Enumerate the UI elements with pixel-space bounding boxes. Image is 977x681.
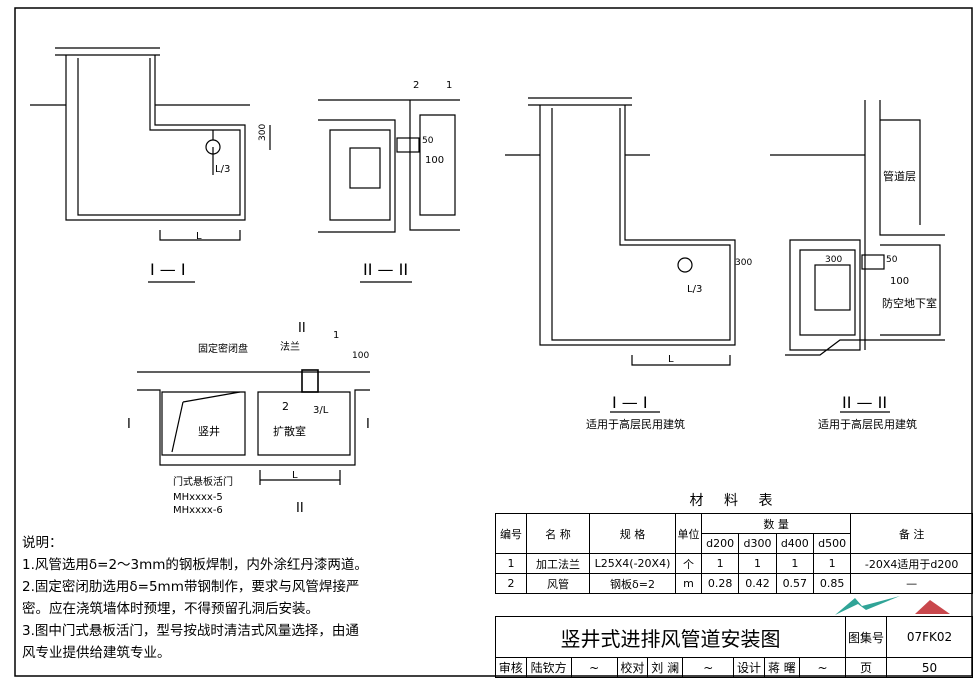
dim-100: 100 — [890, 276, 909, 287]
shaft-label: 竖井 — [198, 424, 220, 438]
page-number: 50 — [886, 657, 973, 678]
cell: -20X4适用于d200 — [850, 553, 973, 574]
cell: L25X4(-20X4) — [589, 553, 676, 574]
callout-1: 1 — [446, 80, 452, 91]
header: 备 注 — [850, 513, 973, 554]
section-label: I — I — [150, 260, 186, 279]
review-label: 审核 — [495, 657, 527, 678]
cell: 0.85 — [812, 573, 852, 594]
cell: 1 — [700, 553, 740, 574]
dim-100: 100 — [352, 351, 369, 361]
dim-50: 50 — [886, 255, 898, 265]
dim-300: 300 — [825, 255, 842, 265]
reviewer-signature: ~ — [570, 657, 618, 678]
checker: 刘 澜 — [647, 657, 684, 678]
flange-label: 法兰 — [280, 340, 300, 353]
room-label: 防空地下室 — [882, 296, 937, 310]
dim-100: 100 — [425, 155, 444, 166]
cell: 风管 — [526, 573, 590, 594]
checker-signature: ~ — [682, 657, 735, 678]
notes-title: 说明： — [22, 535, 63, 551]
cell: 加工法兰 — [526, 553, 590, 574]
dim-300: 300 — [258, 124, 268, 141]
section-label: I — I — [612, 393, 648, 412]
drawing-title: 竖井式进排风管道安装图 — [495, 616, 846, 658]
section-mark: II — [298, 321, 306, 336]
page-label: 页 — [845, 657, 887, 678]
note-line: 1.风管选用δ=2～3mm的钢板焊制，内外涂红丹漆两道。 — [22, 557, 368, 573]
size-header: d300 — [738, 533, 777, 554]
section-label: II — II — [363, 260, 408, 279]
dim-300: 300 — [735, 258, 752, 268]
section-label: II — II — [842, 393, 887, 412]
header: 规 格 — [589, 513, 676, 554]
design-label: 设计 — [733, 657, 765, 678]
designer-signature: ~ — [799, 657, 846, 678]
diffuser-label: 扩散室 — [273, 424, 306, 438]
dim-l3: L/3 — [687, 284, 702, 295]
dim-l3: L/3 — [215, 164, 230, 175]
right-section-II: 管道层 防空地下室 50 100 300 II — II 适用于高层民用建筑 — [770, 100, 945, 431]
cell: — — [850, 573, 973, 594]
atlas-number: 07FK02 — [886, 616, 973, 658]
callout-2: 2 — [413, 80, 419, 91]
header: 编号 — [495, 513, 527, 554]
cell: 1 — [812, 553, 852, 574]
caption: 适用于高层民用建筑 — [586, 417, 685, 431]
note-line: 密。应在浇筑墙体时预埋，不得预留孔洞后安装。 — [22, 601, 319, 617]
note-line: 2.固定密闭肋选用δ=5mm带钢制作，要求与风管焊接严 — [22, 579, 360, 595]
cell: 钢板δ=2 — [589, 573, 676, 594]
right-section-I: L/3 300 L I — I 适用于高层民用建筑 — [505, 97, 752, 431]
designer: 蒋 曙 — [763, 657, 801, 678]
cell: 0.28 — [700, 573, 740, 594]
notes: 说明： 1.风管选用δ=2～3mm的钢板焊制，内外涂红丹漆两道。 2.固定密闭肋… — [22, 532, 472, 664]
cell: 个 — [675, 553, 702, 574]
check-label: 校对 — [616, 657, 649, 678]
reviewer: 陆钦方 — [525, 657, 572, 678]
section-mark: I — [127, 417, 131, 432]
header: 数 量 — [700, 513, 852, 534]
cell: m — [675, 573, 702, 594]
watermark-logo — [835, 596, 950, 615]
size-header: d400 — [775, 533, 814, 554]
left-section-II: 50 100 2 1 II — II — [318, 80, 460, 283]
cell: 0.57 — [775, 573, 814, 594]
size-header: d500 — [812, 533, 852, 554]
cell: 1 — [775, 553, 814, 574]
seal-plate-label: 固定密闭盘 — [198, 342, 248, 355]
dim-l: L — [292, 470, 298, 481]
note-line: 3.图中门式悬板活门，型号按战时清洁式风量选择，由通 — [22, 623, 359, 639]
dim-50: 50 — [422, 136, 434, 146]
section-mark: II — [296, 501, 304, 516]
door-label: 门式悬板活门 — [173, 475, 233, 488]
plan-view: 竖井 扩散室 固定密闭盘 法兰 1 2 3/L 100 L 门式悬板活门 MHx… — [127, 321, 370, 516]
note-line: 风专业提供给建筑专业。 — [22, 645, 171, 661]
dim-l: L — [668, 354, 674, 365]
cell: 0.42 — [738, 573, 777, 594]
left-section-I: 300 L/3 L I — I — [30, 47, 271, 283]
header: 单位 — [675, 513, 702, 554]
callout-1: 1 — [333, 330, 339, 341]
materials-title: 材 料 表 — [689, 493, 781, 509]
section-mark: I — [366, 417, 370, 432]
callout-2: 2 — [282, 400, 289, 413]
dim-3l: 3/L — [313, 405, 329, 416]
sheet-border — [14, 7, 973, 677]
door-model: MHxxxx-5 — [173, 492, 223, 503]
dim-l: L — [196, 231, 202, 242]
caption: 适用于高层民用建筑 — [818, 417, 917, 431]
header: 名 称 — [526, 513, 590, 554]
size-header: d200 — [700, 533, 740, 554]
room-label: 管道层 — [883, 169, 916, 183]
door-model: MHxxxx-6 — [173, 505, 223, 516]
cell: 1 — [495, 553, 527, 574]
cell: 2 — [495, 573, 527, 594]
atlas-label: 图集号 — [845, 616, 887, 658]
cell: 1 — [738, 553, 777, 574]
